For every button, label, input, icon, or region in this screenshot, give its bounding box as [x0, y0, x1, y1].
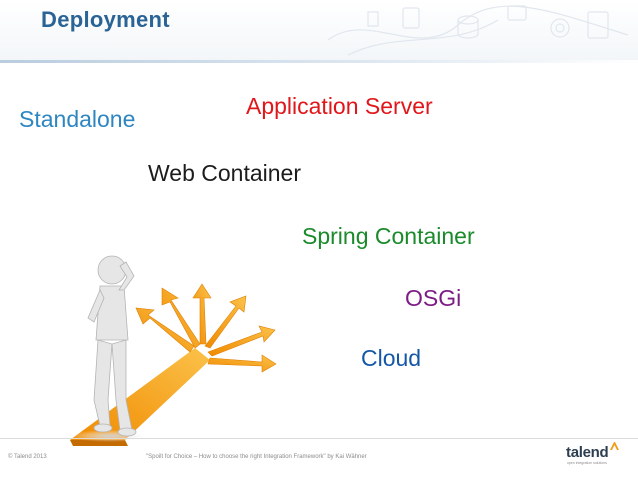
- footer-divider: [0, 438, 638, 439]
- term-application-server: Application Server: [246, 93, 433, 119]
- footer-copyright: © Talend 2013: [8, 454, 47, 460]
- talend-logo: talend open integration solutions: [566, 442, 628, 468]
- network-diagram-icon: [327, 5, 629, 56]
- thinking-figure-icon: [70, 255, 277, 446]
- term-standalone: Standalone: [19, 106, 136, 132]
- logo-mark-icon: [610, 442, 619, 450]
- header-divider: [0, 60, 638, 63]
- term-web-container: Web Container: [148, 160, 301, 186]
- page-title: Deployment: [41, 7, 170, 32]
- term-spring-container: Spring Container: [302, 223, 475, 249]
- header-band: Deployment: [0, 0, 638, 60]
- term-osgi: OSGi: [405, 285, 462, 311]
- footer-quote: "Spoilt for Choice – How to choose the r…: [146, 454, 367, 460]
- logo-word: talend: [566, 444, 609, 461]
- logo-tagline: open integration solutions: [567, 461, 607, 465]
- term-cloud: Cloud: [361, 345, 422, 371]
